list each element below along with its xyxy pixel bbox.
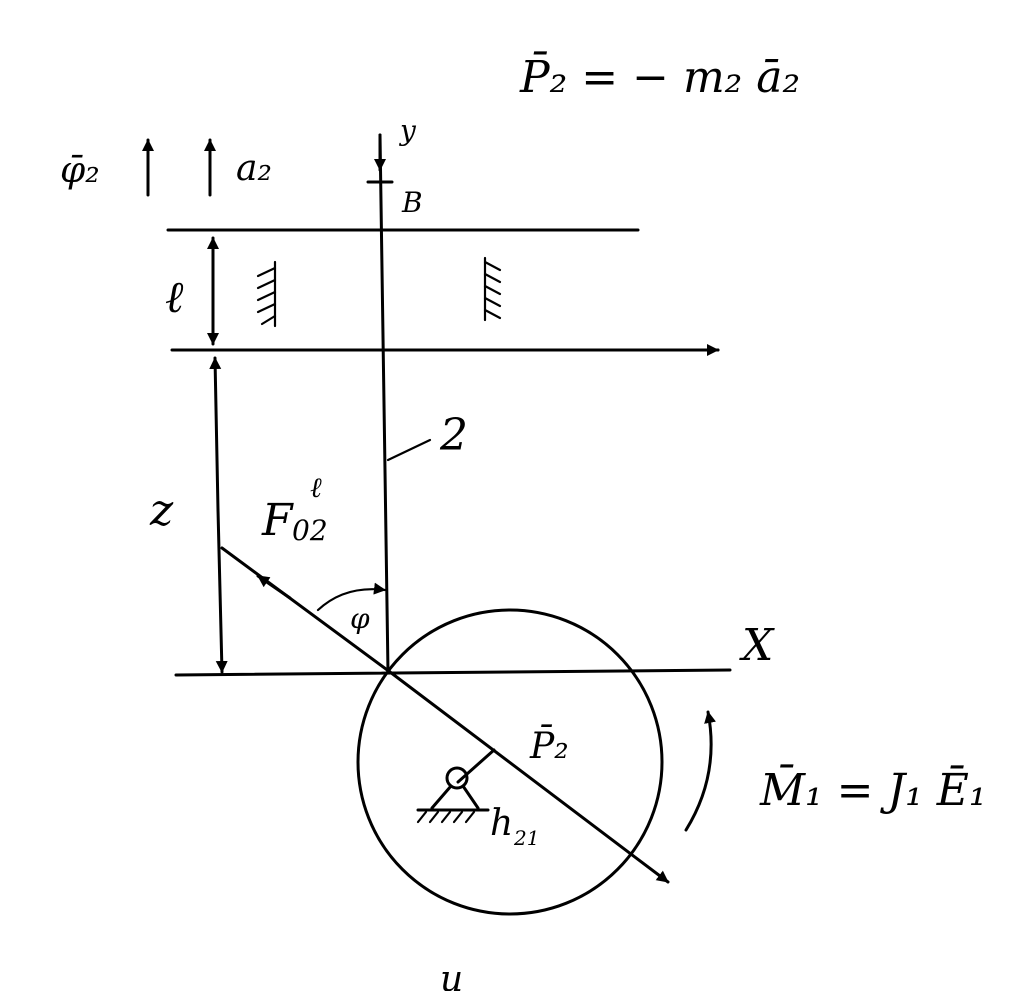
force-F02-arrowhead <box>256 574 292 600</box>
moment-arc <box>684 710 716 832</box>
label-phi: φ <box>350 602 370 635</box>
label-F02-sup: ℓ <box>310 471 322 504</box>
label-X: X <box>739 620 775 671</box>
label-phi-bar-2: φ̄₂ <box>60 150 100 191</box>
link-2-leader <box>386 438 432 462</box>
label-z: z <box>149 485 174 536</box>
equation-moment: M̄₁ = J₁ Ē₁ <box>759 763 987 816</box>
label-F02: F <box>261 495 294 546</box>
pivot-support <box>416 766 490 824</box>
x-axis-line <box>174 668 732 677</box>
hatch-support-left <box>256 260 277 328</box>
bottom-mark: и <box>440 959 463 991</box>
equation-inertia-force: P̄₂ = − m₂ ā₂ <box>519 50 800 103</box>
label-a2: a₂ <box>236 148 272 189</box>
label-ell: ℓ <box>165 272 184 323</box>
hatch-support-right <box>483 256 502 322</box>
link-2-line <box>378 133 390 674</box>
arm-h21 <box>456 748 496 784</box>
force-P2-line <box>388 670 670 884</box>
angle-phi-arc <box>316 582 387 612</box>
label-B: B <box>401 186 423 219</box>
dim-z-arrow-down <box>215 508 228 674</box>
label-h21: h <box>490 803 513 844</box>
label-y: y <box>398 114 417 147</box>
crank-circle <box>356 608 664 916</box>
label-link-2: 2 <box>439 410 468 461</box>
label-P2: P̄₂ <box>529 724 569 767</box>
label-h21-sub: 21 <box>513 826 539 850</box>
force-F02-line <box>220 546 392 674</box>
dim-z-arrow-up <box>209 356 222 512</box>
label-F02-sub: 02 <box>292 514 328 547</box>
